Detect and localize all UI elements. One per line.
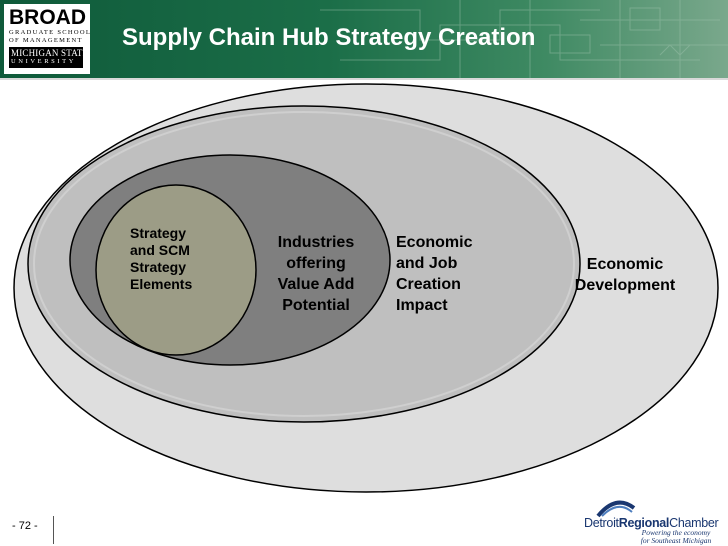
label-economic-development: Economic Development [574,256,676,294]
page-title: Supply Chain Hub Strategy Creation [122,24,536,51]
footer-divider [53,516,54,544]
ring-economic-job-creation-edge [33,111,575,417]
chamber-tagline: Powering the economy for Southeast Michi… [640,528,712,545]
label-strategy-scm: Strategy and SCM Strategy Elements [130,225,193,292]
page-number: - 72 - [12,520,38,532]
chamber-swoosh-icon [596,500,636,518]
logo-line-4: UNIVERSITY [11,58,76,65]
label-economic-job-creation: Economic and Job Creation Impact [396,234,473,314]
label-industries-value-add: Industries offering Value Add Potential [277,234,355,314]
header-divider [0,78,728,80]
ring-strategy-scm [95,184,257,356]
chamber-name-part-1: Detroit [584,516,619,530]
logo-msu-block: MICHIGAN STATE UNIVERSITY [9,47,88,68]
chamber-name-part-3: Chamber [669,516,719,530]
logo-line-2: OF MANAGEMENT [9,37,83,44]
header-circuit-pattern [320,0,728,78]
logo-line-1: GRADUATE SCHOOL [9,29,92,36]
header-bar: BROAD GRADUATE SCHOOL OF MANAGEMENT MICH… [0,0,728,78]
chamber-name: DetroitRegionalChamber [584,516,719,530]
detroit-regional-chamber-logo: DetroitRegionalChamber Powering the econ… [584,498,728,546]
broad-msu-logo: BROAD GRADUATE SCHOOL OF MANAGEMENT MICH… [4,4,90,74]
logo-broad-text: BROAD [9,6,86,29]
logo-line-3: MICHIGAN STATE [11,48,89,58]
chamber-name-part-2: Regional [618,516,670,530]
